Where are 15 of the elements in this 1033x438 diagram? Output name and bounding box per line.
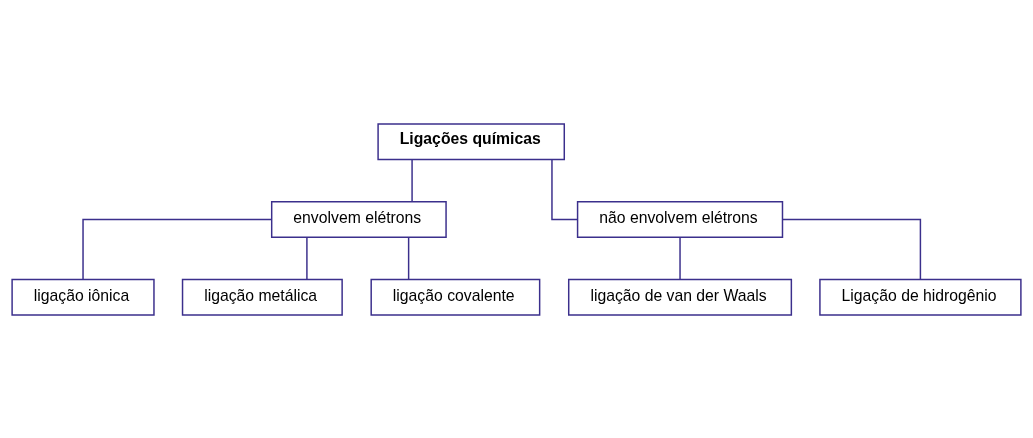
connector <box>781 218 922 280</box>
connector <box>551 158 579 220</box>
node-box: ligação metálica <box>181 278 343 316</box>
node-box: envolvem elétrons <box>270 200 447 238</box>
node-box: não envolvem elétrons <box>576 200 784 238</box>
node-box: ligação covalente <box>370 278 541 316</box>
connector <box>306 236 308 280</box>
node-box: Ligação de hidrogênio <box>819 278 1022 316</box>
node-box: ligação iônica <box>11 278 155 316</box>
connector <box>82 218 273 280</box>
node-box: ligação de van der Waals <box>567 278 793 316</box>
node-box: Ligações químicas <box>377 122 565 160</box>
connector <box>411 158 413 202</box>
connector <box>679 236 681 280</box>
connector <box>407 236 410 280</box>
